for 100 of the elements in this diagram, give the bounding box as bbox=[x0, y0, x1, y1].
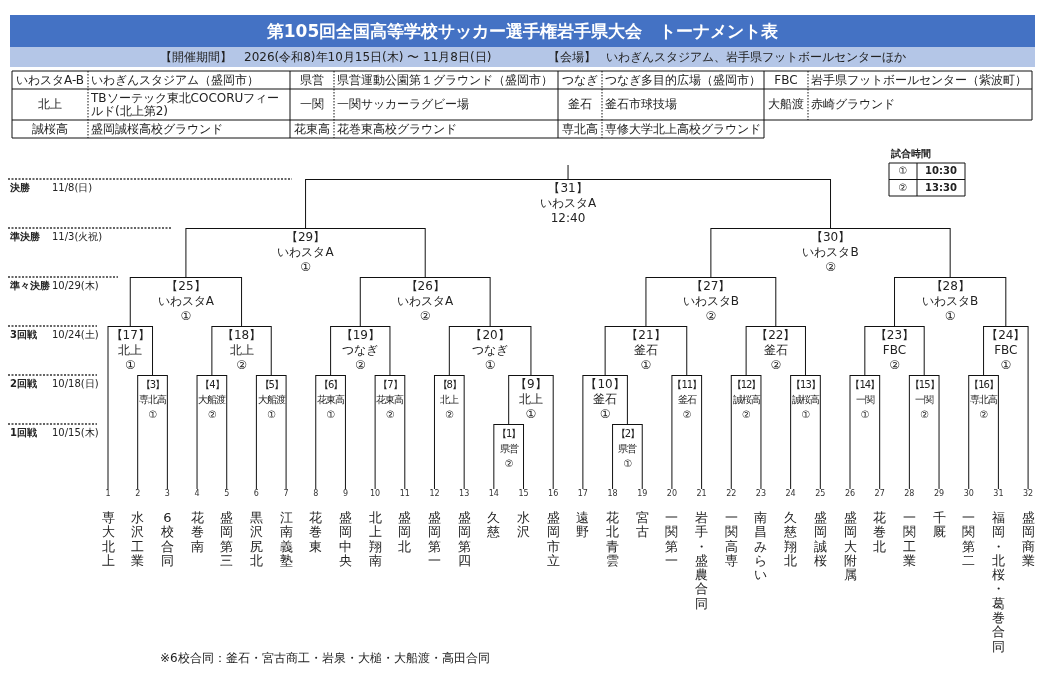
round-date: 10/24(土) bbox=[52, 329, 99, 341]
team-name: 専大北上 bbox=[101, 511, 115, 569]
time-slot: ① bbox=[623, 456, 632, 471]
slot-number: ① bbox=[898, 165, 908, 178]
team-name: 久慈翔北 bbox=[784, 511, 798, 569]
slot-number: ② bbox=[898, 181, 908, 194]
bracket-match bbox=[130, 277, 242, 323]
draw-number: 26 bbox=[844, 489, 856, 499]
bracket-line bbox=[983, 325, 985, 376]
time-slot: ① bbox=[640, 358, 652, 373]
time-slot: ① bbox=[326, 407, 335, 422]
match-number: 【28】 bbox=[930, 279, 970, 294]
draw-number: 1 bbox=[105, 489, 111, 499]
draw-number: 22 bbox=[726, 489, 737, 499]
team-name: 花巻北 bbox=[873, 511, 887, 554]
bracket-match bbox=[582, 375, 628, 421]
venue-name: 釜石 bbox=[763, 343, 788, 358]
match-number: 【29】 bbox=[285, 230, 326, 245]
team-name: 水沢工業 bbox=[131, 511, 145, 569]
match-number: 【1】 bbox=[496, 427, 521, 441]
draw-number: 17 bbox=[577, 489, 588, 499]
bracket-match bbox=[185, 228, 426, 274]
bracket-line bbox=[567, 164, 569, 180]
bracket-match bbox=[612, 424, 643, 470]
team-name: 南昌みらい bbox=[754, 511, 768, 583]
venue-address: 赤崎グラウンド bbox=[811, 98, 895, 111]
bracket-line bbox=[775, 276, 777, 327]
bracket-line bbox=[305, 178, 307, 229]
venue-code: 大船渡 bbox=[768, 98, 804, 111]
time-slot: ① bbox=[599, 407, 611, 422]
round-date: 10/18(日) bbox=[52, 378, 99, 390]
bracket-line bbox=[830, 178, 831, 229]
bracket-line bbox=[434, 374, 435, 490]
match-number: 【31】 bbox=[548, 181, 588, 196]
venue-name: 北上 bbox=[440, 393, 459, 407]
bracket-line bbox=[671, 374, 673, 490]
match-number: 【3】 bbox=[140, 378, 165, 392]
bracket-match bbox=[746, 326, 806, 372]
bracket-line bbox=[1005, 276, 1007, 327]
match-number: 【12】 bbox=[731, 378, 761, 392]
draw-number: 15 bbox=[518, 489, 529, 499]
venue-name: 県営 bbox=[499, 442, 518, 456]
team-name: 盛岡誠桜 bbox=[813, 511, 827, 569]
round-date: 11/3(火祝) bbox=[52, 231, 103, 243]
bracket-line bbox=[211, 325, 213, 376]
draw-number: 3 bbox=[164, 489, 170, 499]
draw-number: 29 bbox=[933, 489, 945, 499]
match-number: 【24】 bbox=[986, 328, 1026, 343]
venue-name: 釜石 bbox=[677, 393, 696, 407]
bracket-match bbox=[605, 326, 687, 372]
team-name: 千厩 bbox=[932, 511, 946, 540]
bracket-line bbox=[997, 374, 999, 490]
team-name: 一関工業 bbox=[902, 511, 916, 569]
match-number: 【17】 bbox=[110, 328, 150, 343]
match-number: 【26】 bbox=[405, 279, 445, 294]
start-time: 10:30 bbox=[925, 165, 957, 178]
time-slot: ② bbox=[979, 407, 988, 422]
team-name: 盛岡北 bbox=[398, 511, 412, 554]
match-number: 【8】 bbox=[437, 378, 461, 392]
team-name: 盛岡市立 bbox=[546, 511, 560, 569]
bracket-line bbox=[864, 325, 866, 376]
bracket-match bbox=[983, 326, 1029, 372]
bracket-match bbox=[315, 375, 346, 421]
bracket-line bbox=[137, 374, 139, 490]
match-number: 【16】 bbox=[969, 378, 998, 392]
bracket-line bbox=[790, 374, 792, 490]
time-slot: ② bbox=[445, 407, 454, 422]
draw-number: 23 bbox=[755, 489, 767, 499]
time-slot: ② bbox=[354, 358, 366, 373]
bracket-line bbox=[166, 374, 168, 490]
team-name: 盛岡第四 bbox=[457, 511, 471, 569]
time-slot: ② bbox=[770, 358, 782, 373]
venue-address: つなぎ多目的広場（盛岡市） bbox=[605, 73, 761, 87]
bracket-match bbox=[731, 375, 761, 421]
team-name: 盛岡中央 bbox=[338, 511, 352, 569]
bracket-line bbox=[641, 423, 643, 490]
time-slot: ① bbox=[124, 358, 136, 373]
bracket-match bbox=[790, 375, 821, 421]
venue-name: いわスタA bbox=[397, 294, 454, 309]
period-dates: 2026(令和8)年10月15日(木) 〜 11月8日(日) bbox=[244, 50, 492, 64]
draw-number: 21 bbox=[696, 489, 707, 499]
bracket-line bbox=[389, 325, 391, 376]
venue-name: つなぎ bbox=[472, 343, 509, 358]
venue-name: 専北高 bbox=[970, 393, 998, 407]
bracket-line bbox=[879, 374, 881, 490]
draw-number: 20 bbox=[666, 489, 677, 499]
time-slot: ② bbox=[504, 456, 513, 471]
match-number: 【2】 bbox=[615, 427, 640, 441]
venue-name: いわスタA bbox=[157, 294, 214, 309]
draw-number: 6 bbox=[253, 489, 259, 499]
draw-number: 16 bbox=[548, 489, 559, 499]
start-time: 13:30 bbox=[925, 181, 957, 194]
bracket-line bbox=[344, 374, 346, 490]
draw-number: 31 bbox=[993, 489, 1004, 499]
time-slot: 12:40 bbox=[550, 211, 586, 226]
bracket-line bbox=[129, 276, 131, 327]
bracket-match bbox=[894, 277, 1006, 323]
bracket-line bbox=[359, 276, 361, 327]
bracket-line bbox=[330, 325, 332, 376]
draw-number: 11 bbox=[399, 489, 410, 499]
